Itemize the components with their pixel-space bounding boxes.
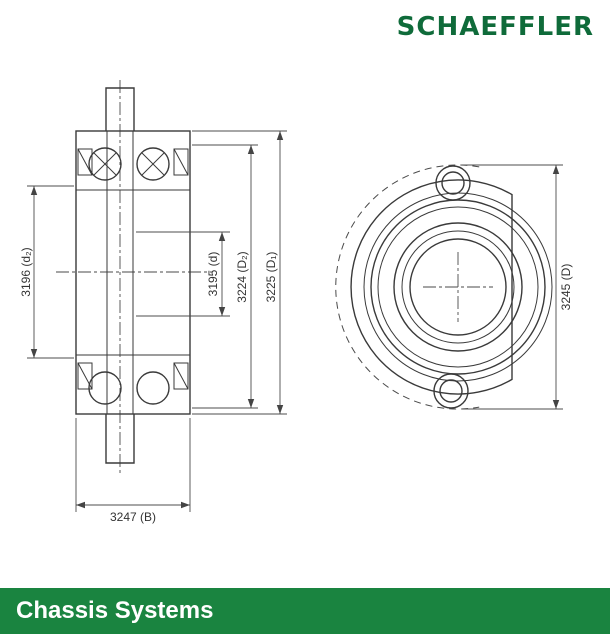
concentric-circle xyxy=(401,230,515,344)
dimension-D1: 3225 (D₁) xyxy=(192,130,287,415)
dimension-d2: 3196 (d₂) xyxy=(19,185,74,359)
seal-hatch xyxy=(77,148,93,176)
contact-line xyxy=(93,152,117,176)
bolt-hole-bottom xyxy=(439,379,463,403)
roller xyxy=(88,147,122,181)
seal xyxy=(77,362,93,390)
dim-label-d: 3195 (d) xyxy=(206,252,220,297)
arrowhead xyxy=(247,399,255,408)
arrowhead xyxy=(218,307,226,316)
arrowhead xyxy=(181,501,190,509)
bottom-ball-row xyxy=(88,371,170,405)
dimension-B: 3247 (B) xyxy=(75,418,191,524)
seal xyxy=(173,148,189,176)
contact-line xyxy=(141,152,165,176)
seals xyxy=(77,148,189,390)
dim-label-B: 3247 (B) xyxy=(110,510,156,524)
dim-label-d2: 3196 (d₂) xyxy=(19,247,33,296)
concentric-circle xyxy=(370,199,546,375)
arrowhead xyxy=(276,131,284,140)
footer-bar: Chassis Systems xyxy=(0,588,610,634)
ball xyxy=(136,371,170,405)
dimension-D2: 3224 (D₂) xyxy=(192,144,258,409)
seal-hatch xyxy=(173,148,189,176)
seal xyxy=(173,362,189,390)
seal-hatch xyxy=(173,362,189,390)
flange-outline xyxy=(350,179,513,395)
seal-hatch xyxy=(77,362,93,390)
arrowhead xyxy=(30,349,38,358)
arrowhead xyxy=(247,145,255,154)
flange-view: 3245 (D) xyxy=(335,164,573,410)
arrowhead xyxy=(30,186,38,195)
arrowhead xyxy=(276,405,284,414)
arrowhead xyxy=(552,400,560,409)
section-view: 3196 (d₂) 3195 (d) 3224 (D₂) xyxy=(19,80,287,524)
concentric-circle xyxy=(393,222,523,352)
flange-od-phantom-arc xyxy=(335,164,480,410)
dim-label-D1: 3225 (D₁) xyxy=(264,252,278,303)
concentric-circle xyxy=(409,238,507,336)
schaeffler-logo: SCHAEFFLER xyxy=(396,12,594,42)
top-roller-row xyxy=(88,147,170,181)
ball xyxy=(88,371,122,405)
concentric-circle xyxy=(377,206,539,368)
arrowhead xyxy=(218,232,226,241)
dim-label-D: 3245 (D) xyxy=(559,264,573,311)
footer-label: Chassis Systems xyxy=(16,597,214,624)
arrowhead xyxy=(76,501,85,509)
seal xyxy=(77,148,93,176)
concentric-circle xyxy=(363,192,553,382)
arrowhead xyxy=(552,165,560,174)
top-stud xyxy=(105,87,135,131)
bolt-hole-top xyxy=(441,171,465,195)
dim-label-D2: 3224 (D₂) xyxy=(235,251,249,302)
dimension-d: 3195 (d) xyxy=(136,231,230,317)
roller xyxy=(136,147,170,181)
bottom-stud xyxy=(105,414,135,464)
dimension-D: 3245 (D) xyxy=(462,164,573,410)
